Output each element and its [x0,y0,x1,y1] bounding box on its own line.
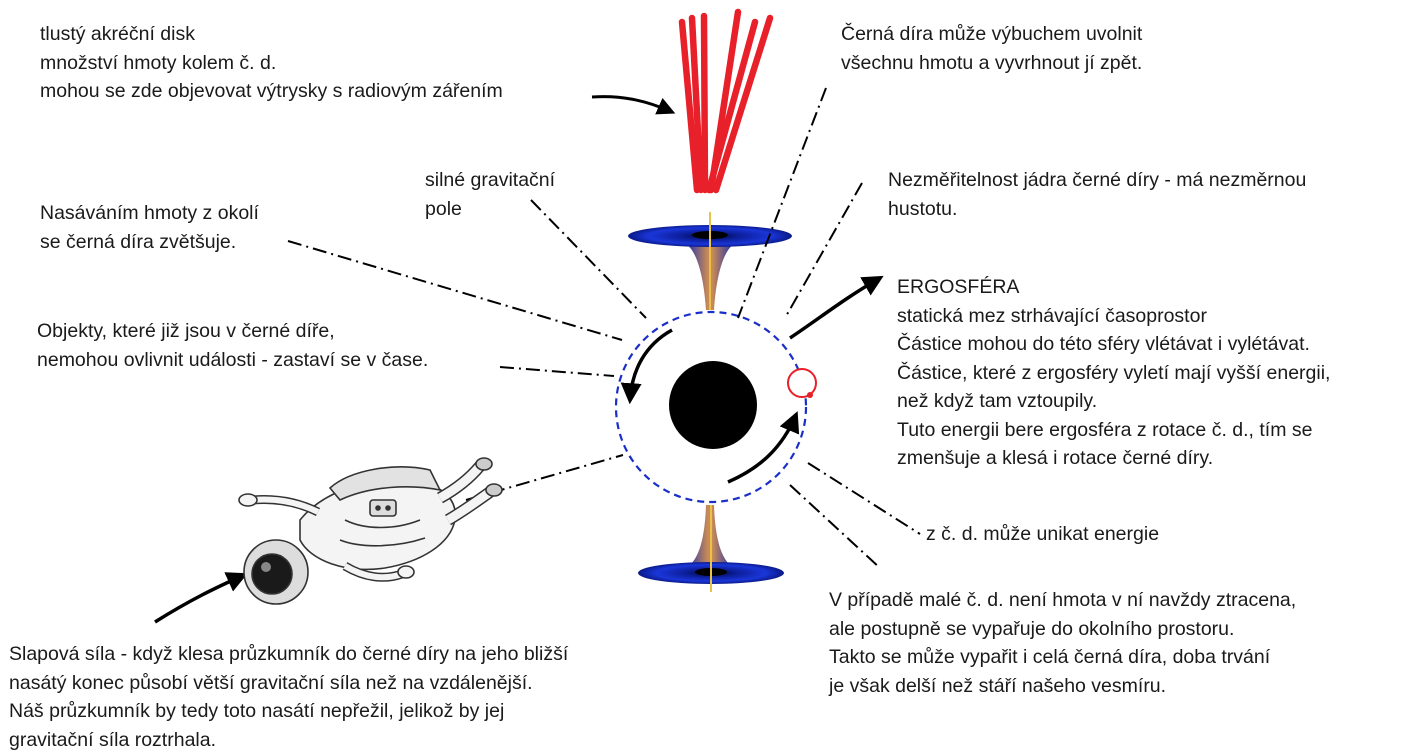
growth-note: Nasáváním hmoty z okolí se černá díra zv… [40,199,259,256]
note-line: je však delší než stáří našeho vesmíru. [829,672,1296,701]
note-line: pole [425,195,555,224]
energy-note: z č. d. může unikat energie [926,520,1159,549]
tidal-arrow [155,575,244,622]
note-line: V případě malé č. d. není hmota v ní nav… [829,586,1296,615]
note-line: z č. d. může unikat energie [926,520,1159,549]
note-line: Částice, které z ergosféry vyletí mají v… [897,359,1330,388]
note-line: Slapová síla - když klesa průzkumník do … [9,640,568,669]
core-note: Nezměřitelnost jádra černé díry - má nez… [888,166,1306,223]
tidal-note: Slapová síla - když klesa průzkumník do … [9,640,568,754]
accretion-arrow [592,97,672,112]
note-line: statická mez strhávající časoprostor [897,302,1330,331]
ergosphere-arrow [790,278,880,338]
note-line: Objekty, které již jsou v černé díře, [37,317,428,346]
note-line: zmenšuje a klesá i rotace černé díry. [897,444,1330,473]
note-line: množství hmoty kolem č. d. [40,49,503,78]
explosion-note: Černá díra může výbuchem uvolnit všechnu… [841,20,1142,77]
bottom-accretion-disk [638,505,784,592]
rotation-arrow-left [630,330,672,400]
note-line: Nezměřitelnost jádra černé díry - má nez… [888,166,1306,195]
note-line: všechnu hmotu a vyvrhnout jí zpět. [841,49,1142,78]
note-line: nasátý konec působí větší gravitační síl… [9,669,568,698]
note-line: Částice mohou do této sféry vlétávat i v… [897,330,1330,359]
note-line: Nasáváním hmoty z okolí [40,199,259,228]
gravity-note: silné gravitační pole [425,166,555,223]
note-line: silné gravitační [425,166,555,195]
note-line: tlustý akréční disk [40,20,503,49]
ergosphere-title: ERGOSFÉRA [897,273,1330,302]
jet-rays [682,12,770,190]
note-line: Náš průzkumník by tedy toto nasátí nepře… [9,697,568,726]
note-line: Tuto energii bere ergosféra z rotace č. … [897,416,1330,445]
note-line: ale postupně se vypařuje do okolního pro… [829,615,1296,644]
note-line: než když tam vztoupily. [897,387,1330,416]
ergosphere-note: ERGOSFÉRA statická mez strhávající časop… [897,273,1330,473]
objects-note: Objekty, které již jsou v černé díře, ne… [37,317,428,374]
accretion-note: tlustý akréční disk množství hmoty kolem… [40,20,503,106]
note-line: hustotu. [888,195,1306,224]
note-line: mohou se zde objevovat výtrysky s radiov… [40,77,503,106]
note-line: Černá díra může výbuchem uvolnit [841,20,1142,49]
note-line: se černá díra zvětšuje. [40,228,259,257]
top-accretion-disk [628,212,792,310]
small-bh-note: V případě malé č. d. není hmota v ní nav… [829,586,1296,700]
note-line: gravitační síla roztrhala. [9,726,568,755]
astronaut-illustration [239,458,502,604]
black-hole [669,361,757,449]
note-line: Takto se může vypařit i celá černá díra,… [829,643,1296,672]
note-line: nemohou ovlivnit události - zastaví se v… [37,346,428,375]
